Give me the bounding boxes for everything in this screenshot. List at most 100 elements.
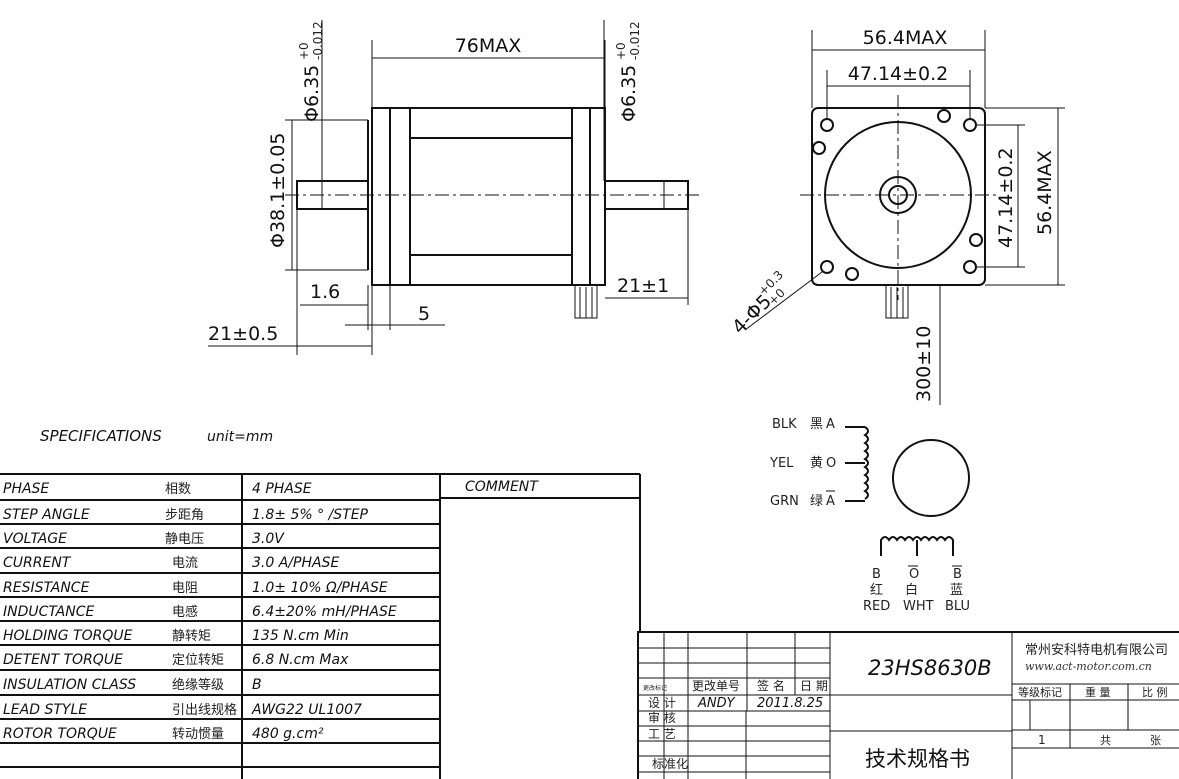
wire-color: YEL <box>769 456 794 471</box>
spec-value: 6.8 N.cm Max <box>252 652 349 668</box>
spec-value: 480 g.cm² <box>252 726 324 742</box>
spec-name: VOLTAGE <box>3 531 67 547</box>
spec-value: 6.4±20% mH/PHASE <box>252 604 397 620</box>
specs-title: SPECIFICATIONS <box>40 427 162 445</box>
spec-row: ROTOR TORQUE 转动惯量 480 g.cm² <box>3 726 324 742</box>
lead-wires <box>885 284 909 319</box>
wire-color-cn: 黑 <box>810 417 823 432</box>
company-name: 常州安科特电机有限公司 <box>1025 643 1168 658</box>
spec-row: LEAD STYLE 引出线规格 AWG22 UL1007 <box>3 702 362 718</box>
tol-lower: -0.012 <box>628 21 642 60</box>
wire-label: B <box>953 567 962 582</box>
spec-name: STEP ANGLE <box>3 507 90 523</box>
wire-color: WHT <box>903 599 934 614</box>
wire-color: GRN <box>770 494 799 509</box>
wire-color-cn: 蓝 <box>950 583 963 598</box>
spec-row: RESISTANCE 电阻 1.0± 10% Ω/PHASE <box>3 580 388 596</box>
review-label: 审 核 <box>648 710 676 725</box>
front-shaft-len-dim: 21±0.5 <box>208 323 278 345</box>
spec-value: B <box>252 677 262 693</box>
spec-name: ROTOR TORQUE <box>3 726 117 742</box>
rear-shaft-len-dim: 21±1 <box>617 275 669 297</box>
design-label: 设 计 <box>648 696 676 710</box>
specs-unit: unit=mm <box>207 429 273 445</box>
scale-label: 比 例 <box>1142 685 1168 699</box>
hole-spacing-v-dim: 47.14±0.2 <box>995 147 1017 248</box>
spec-name-cn: 绝缘等级 <box>172 677 224 693</box>
grade-mark-label: 等级标记 <box>1018 685 1062 699</box>
spec-row: STEP ANGLE 步距角 1.8± 5% ° /STEP <box>3 507 369 523</box>
sheets-label: 张 <box>1150 734 1161 747</box>
spec-name-cn: 引出线规格 <box>172 702 237 718</box>
date-label: 日 期 <box>800 679 828 693</box>
height-max-dim: 56.4MAX <box>1034 150 1056 235</box>
rotor-symbol <box>892 439 970 517</box>
spec-value: AWG22 UL1007 <box>251 702 362 718</box>
spec-name-cn: 相数 <box>165 482 191 497</box>
width-max-dim: 56.4MAX <box>863 27 948 49</box>
spec-name-cn: 定位转矩 <box>172 653 224 668</box>
front-view: 56.4MAX 47.14±0.2 47.14±0.2 56.4MAX 4-Φ5… <box>728 27 1065 405</box>
wire-label: B <box>872 567 881 582</box>
spec-name: DETENT TORQUE <box>3 652 123 668</box>
spec-row: DETENT TORQUE 定位转矩 6.8 N.cm Max <box>3 652 349 668</box>
spec-name: RESISTANCE <box>3 580 90 596</box>
spec-name-cn: 电流 <box>172 556 198 571</box>
wire-color-cn: 白 <box>905 582 918 598</box>
spec-name: INDUCTANCE <box>3 604 94 620</box>
wire-color-cn: 黄 <box>810 456 823 471</box>
shaft-dia-right: Φ6.35 <box>618 65 640 122</box>
model-number: 23HS8630B <box>868 656 992 680</box>
flange-dim: 5 <box>418 303 430 325</box>
signature-label: 签 名 <box>757 678 785 693</box>
phase-b-leads: B O B 红 白 蓝 RED WHT BLU <box>863 565 970 614</box>
pilot-depth-dim: 1.6 <box>310 281 340 303</box>
spec-name-cn: 电阻 <box>172 581 198 596</box>
spec-value: 3.0 A/PHASE <box>252 555 339 571</box>
spec-name-cn: 转动惯量 <box>172 726 224 742</box>
design-date: 2011.8.25 <box>757 696 823 711</box>
spec-row: CURRENT 电流 3.0 A/PHASE <box>3 555 339 571</box>
spec-value: 4 PHASE <box>252 481 312 497</box>
designer: ANDY <box>697 696 736 711</box>
motor-body <box>371 107 606 286</box>
shaft-dia-left: Φ6.35 <box>301 65 323 122</box>
change-mark-label: 更改标记 <box>643 684 667 692</box>
spec-value: 1.0± 10% Ω/PHASE <box>252 580 388 596</box>
side-view: 76MAX Φ6.35 +0 -0.012 Φ6.35 +0 -0.012 Φ3… <box>208 20 700 355</box>
spec-name-cn: 步距角 <box>165 508 204 523</box>
weight-label: 重 量 <box>1085 685 1111 699</box>
change-no-label: 更改单号 <box>692 679 740 693</box>
wire-label: O <box>826 456 836 471</box>
company-website: www.act-motor.com.cn <box>1025 660 1152 673</box>
wiring-diagram: BLK 黑 A YEL 黄 O GRN 绿 A B O B 红 白 蓝 RED … <box>769 417 970 614</box>
comment-header: COMMENT <box>465 479 539 495</box>
spec-name: CURRENT <box>3 555 72 571</box>
standard-label: 标准化 <box>652 757 688 771</box>
phase-a-leads: BLK 黑 A YEL 黄 O GRN 绿 A <box>769 417 836 509</box>
spec-name: LEAD STYLE <box>3 702 87 718</box>
spec-name: PHASE <box>3 481 49 497</box>
wire-color: BLU <box>945 599 970 614</box>
process-label: 工 艺 <box>648 727 676 741</box>
spec-row: VOLTAGE 静电压 3.0V <box>3 531 285 547</box>
spec-value: 3.0V <box>252 531 285 547</box>
specs-table: COMMENT PHASE 相数 4 PHASE STEP ANGLE 步距角 1.8± … <box>0 473 641 779</box>
hole-spacing-h-dim: 47.14±0.2 <box>848 63 949 85</box>
spec-value: 135 N.cm Min <box>252 628 349 644</box>
total-label: 共 <box>1100 734 1111 747</box>
wire-label: A <box>826 494 835 509</box>
title-block: 更改单号 签 名 日 期 更改标记 设 计 ANDY 2011.8.25 审 核… <box>637 631 1179 779</box>
wire-color: RED <box>863 599 890 614</box>
spec-name-cn: 静电压 <box>165 532 204 547</box>
front-shaft <box>296 180 369 210</box>
tol-upper: +0 <box>614 42 628 60</box>
tol-upper: +0 <box>297 42 311 60</box>
spec-value: 1.8± 5% ° /STEP <box>252 507 369 523</box>
tol-lower: -0.012 <box>311 21 325 60</box>
spec-name-cn: 静转矩 <box>172 629 211 644</box>
spec-row: PHASE 相数 4 PHASE <box>3 481 312 497</box>
